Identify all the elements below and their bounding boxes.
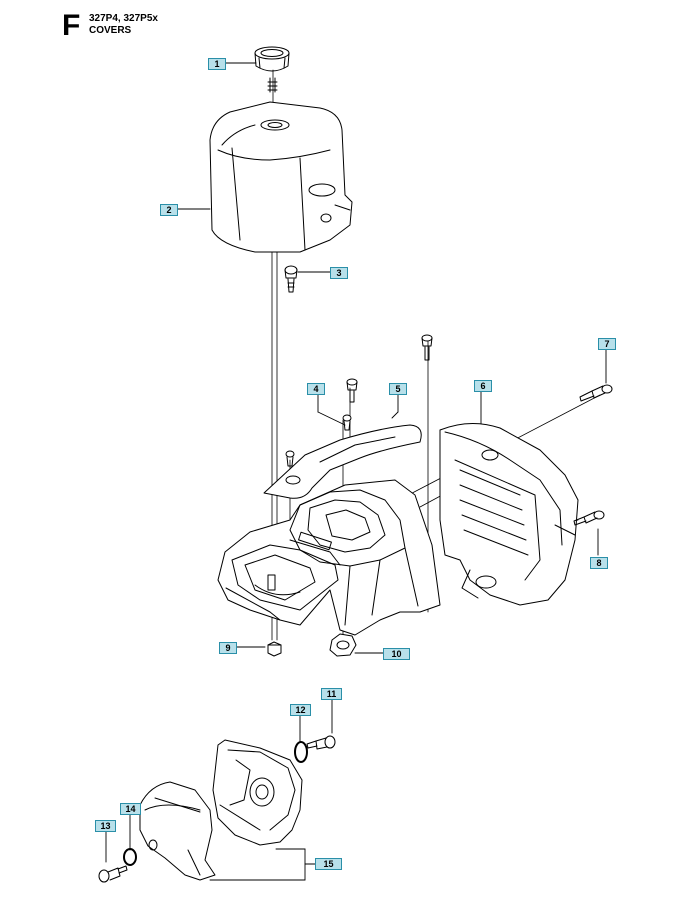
model-numbers: 327P4, 327P5x [89, 13, 158, 24]
callout-5: 5 [389, 383, 407, 395]
tank-screw [284, 265, 298, 293]
callout-14: 14 [120, 803, 141, 815]
fuel-cap [254, 46, 290, 93]
callout-1: 1 [208, 58, 226, 70]
handle-bracket [263, 424, 422, 499]
callout-7: 7 [598, 338, 616, 350]
cylinder-cover [439, 423, 579, 606]
nut [267, 641, 282, 657]
callout-9: 9 [219, 642, 237, 654]
front-cover [139, 781, 216, 881]
callout-2: 2 [160, 204, 178, 216]
callout-3: 3 [330, 267, 348, 279]
callout-4: 4 [307, 383, 325, 395]
o-ring-upper [294, 741, 308, 763]
starter-screw [306, 735, 336, 750]
bracket-screws [285, 334, 433, 467]
callout-6: 6 [474, 380, 492, 392]
callout-8: 8 [590, 557, 608, 569]
fuel-tank [209, 101, 353, 253]
o-ring-lower [123, 848, 137, 866]
callout-13: 13 [95, 820, 116, 832]
cover-screw-upper [579, 384, 613, 402]
section-title: COVERS [89, 25, 132, 36]
callout-10: 10 [383, 648, 410, 660]
cover-screw-lower [573, 510, 605, 526]
callout-15: 15 [315, 858, 342, 870]
starter-housing [212, 739, 303, 846]
front-cover-screw [98, 865, 128, 883]
callout-12: 12 [290, 704, 311, 716]
callout-11: 11 [321, 688, 342, 700]
section-letter: F [62, 9, 81, 42]
engine-cover-housing [217, 479, 441, 636]
rubber-mount [329, 633, 357, 657]
